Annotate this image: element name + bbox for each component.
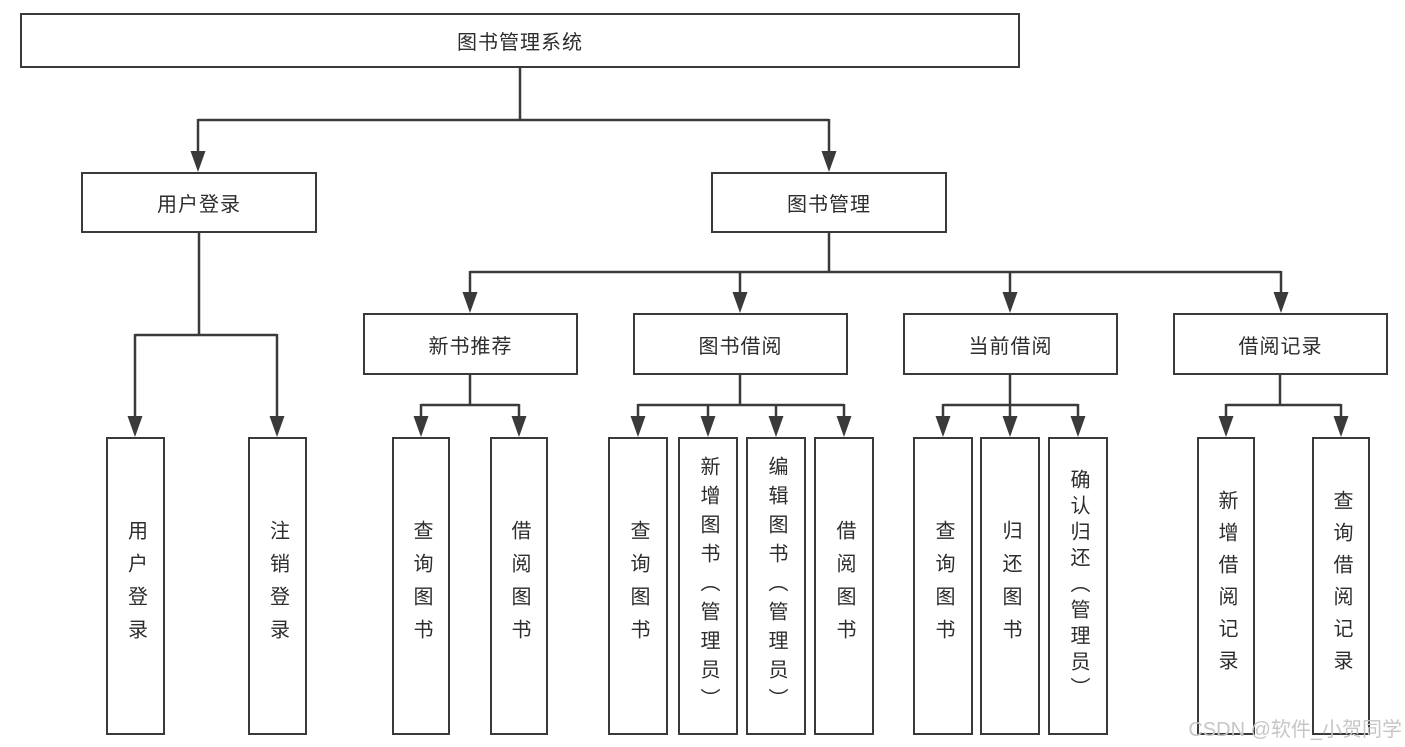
leaf-current-query-book-label: 查询图书 [932, 520, 954, 652]
leaf-recommend-query-book: 查询图书 [392, 437, 450, 735]
node-user-login-label: 用户登录 [157, 194, 241, 216]
node-book-management: 图书管理 [711, 172, 947, 233]
leaf-borrow-query-book-label: 查询图书 [627, 520, 649, 652]
leaf-logout: 注销登录 [248, 437, 307, 735]
leaf-return-book: 归还图书 [980, 437, 1040, 735]
leaf-borrow-book: 借阅图书 [814, 437, 874, 735]
leaf-confirm-return-admin: 确认归还（管理员） [1048, 437, 1108, 735]
node-borrow-record-label: 借阅记录 [1238, 335, 1323, 358]
leaf-add-borrow-record: 新增借阅记录 [1197, 437, 1255, 735]
node-book-borrow-label: 图书借阅 [698, 335, 783, 358]
leaf-add-book-admin-label: 新增图书（管理员） [697, 455, 719, 717]
leaf-query-borrow-record-label: 查询借阅记录 [1330, 490, 1352, 682]
node-current-borrow: 当前借阅 [903, 313, 1118, 375]
leaf-recommend-borrow-book-label: 借阅图书 [508, 520, 530, 652]
node-book-borrow: 图书借阅 [633, 313, 848, 375]
node-new-book-recommend-label: 新书推荐 [428, 335, 513, 358]
leaf-current-query-book: 查询图书 [913, 437, 973, 735]
leaf-borrow-book-label: 借阅图书 [833, 520, 855, 652]
leaf-add-book-admin: 新增图书（管理员） [678, 437, 738, 735]
node-new-book-recommend: 新书推荐 [363, 313, 578, 375]
node-current-borrow-label: 当前借阅 [968, 335, 1053, 358]
leaf-borrow-query-book: 查询图书 [608, 437, 668, 735]
leaf-confirm-return-admin-label: 确认归还（管理员） [1067, 469, 1089, 703]
leaf-add-borrow-record-label: 新增借阅记录 [1215, 490, 1237, 682]
node-borrow-record: 借阅记录 [1173, 313, 1388, 375]
leaf-edit-book-admin-label: 编辑图书（管理员） [765, 455, 787, 717]
node-book-management-label: 图书管理 [787, 194, 871, 216]
leaf-recommend-query-book-label: 查询图书 [410, 520, 432, 652]
leaf-edit-book-admin: 编辑图书（管理员） [746, 437, 806, 735]
leaf-user-login-label: 用户登录 [124, 520, 147, 652]
watermark: CSDN @软件_小贺同学 [1188, 719, 1402, 741]
leaf-logout-label: 注销登录 [266, 520, 289, 652]
leaf-recommend-borrow-book: 借阅图书 [490, 437, 548, 735]
leaf-query-borrow-record: 查询借阅记录 [1312, 437, 1370, 735]
node-root-label: 图书管理系统 [457, 32, 583, 54]
leaf-return-book-label: 归还图书 [999, 520, 1021, 652]
leaf-user-login: 用户登录 [106, 437, 165, 735]
node-user-login: 用户登录 [81, 172, 317, 233]
node-root: 图书管理系统 [20, 13, 1020, 68]
